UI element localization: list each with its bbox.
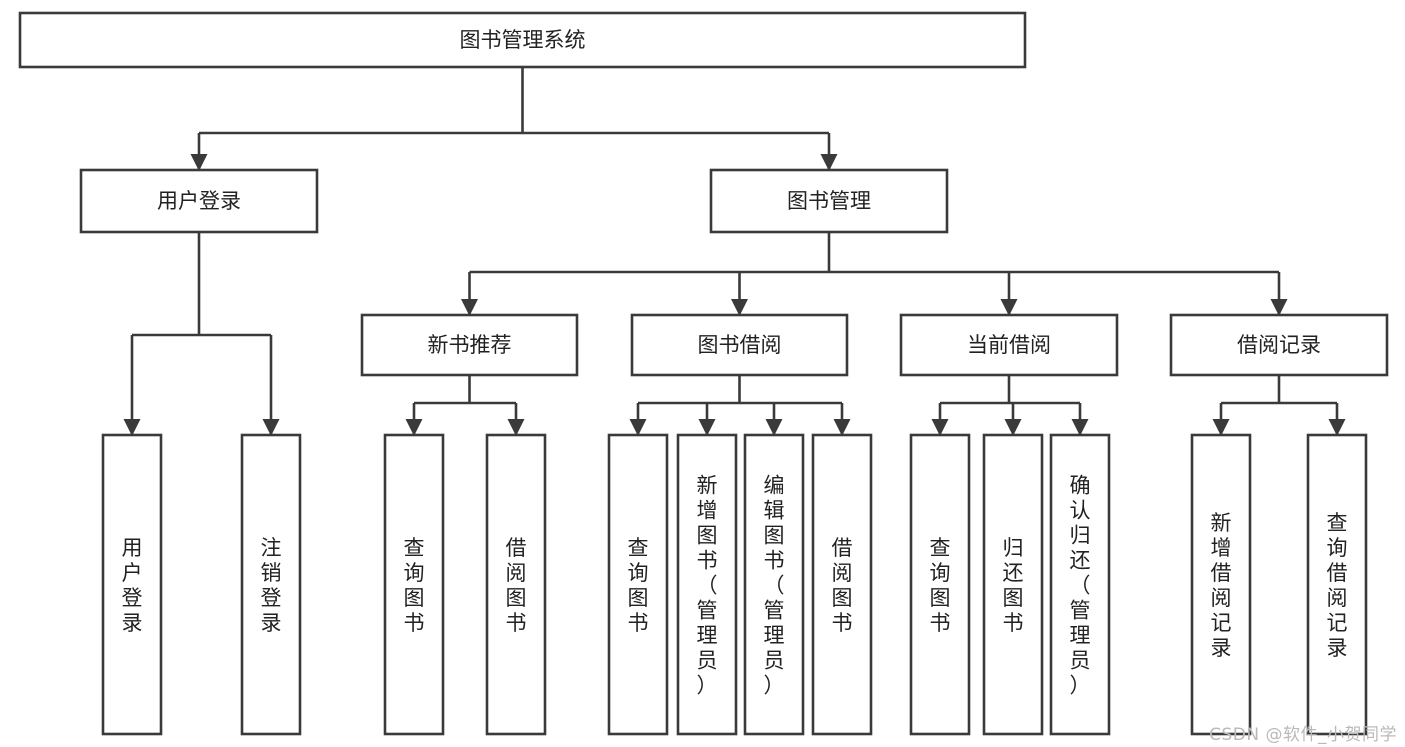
arrow-head-icon	[507, 419, 525, 436]
arrow-head-icon	[833, 419, 851, 436]
node-leaf-borrow-book[interactable]: 借阅图书	[811, 433, 873, 736]
node-label: 图书管理系统	[460, 28, 586, 52]
arrow-head-icon	[405, 419, 423, 436]
arrow-head-icon	[731, 299, 748, 316]
node-label: 查询图书	[930, 536, 951, 635]
node-label: 借阅图书	[832, 536, 853, 635]
node-leaf-confirm-return[interactable]: 确认归还（管理员）	[1049, 433, 1111, 736]
node-label: 图书借阅	[698, 333, 782, 357]
node-leaf-borrow-book-new[interactable]: 借阅图书	[485, 433, 547, 736]
node-book-borrow[interactable]: 图书借阅	[630, 313, 849, 377]
arrow-head-icon	[1071, 419, 1089, 436]
node-borrow-record[interactable]: 借阅记录	[1169, 313, 1389, 377]
node-layer: 图书管理系统用户登录图书管理新书推荐图书借阅当前借阅借阅记录用户登录注销登录查询…	[18, 11, 1389, 736]
node-label: 查询图书	[404, 536, 425, 635]
node-root-图书管理系统[interactable]: 图书管理系统	[18, 11, 1027, 69]
node-label: 注销登录	[261, 536, 282, 635]
node-label: 查询借阅记录	[1327, 511, 1348, 660]
arrow-head-icon	[1000, 299, 1018, 316]
node-leaf-edit-book[interactable]: 编辑图书（管理员）	[743, 433, 805, 736]
node-leaf-query-record[interactable]: 查询借阅记录	[1306, 433, 1368, 736]
arrow-head-icon	[123, 419, 141, 436]
node-label: 新书推荐	[428, 333, 512, 357]
node-label: 用户登录	[122, 536, 143, 635]
node-label: 图书管理	[787, 189, 871, 213]
arrow-head-icon	[262, 419, 280, 436]
arrow-head-icon	[1270, 299, 1288, 316]
node-leaf-query-book-new[interactable]: 查询图书	[383, 433, 445, 736]
node-label: 用户登录	[157, 189, 241, 213]
arrow-head-icon	[765, 419, 783, 436]
node-leaf-user-login[interactable]: 用户登录	[101, 433, 163, 736]
node-label: 确认归还（管理员）	[1070, 474, 1091, 698]
arrow-head-icon	[1004, 419, 1022, 436]
node-leaf-query-book-borrow[interactable]: 查询图书	[607, 433, 669, 736]
node-label: 编辑图书（管理员）	[764, 474, 785, 698]
arrow-head-icon	[1328, 419, 1346, 436]
node-label: 新增图书（管理员）	[697, 474, 718, 698]
arrow-head-icon	[461, 299, 478, 316]
node-book-management[interactable]: 图书管理	[709, 168, 949, 234]
arrow-head-icon	[1212, 419, 1230, 436]
node-label: 新增借阅记录	[1211, 511, 1232, 660]
arrow-head-icon	[820, 154, 838, 171]
node-label: 当前借阅	[967, 333, 1051, 357]
node-label: 归还图书	[1003, 536, 1024, 635]
node-leaf-return-book[interactable]: 归还图书	[982, 433, 1044, 736]
arrow-head-icon	[698, 419, 716, 436]
arrow-head-icon	[931, 419, 949, 436]
node-leaf-add-record[interactable]: 新增借阅记录	[1190, 433, 1252, 736]
node-leaf-query-book-cur[interactable]: 查询图书	[909, 433, 971, 736]
node-label: 借阅记录	[1237, 333, 1321, 357]
node-label: 查询图书	[628, 536, 649, 635]
arrow-head-icon	[190, 154, 208, 171]
node-leaf-logout-login[interactable]: 注销登录	[240, 433, 302, 736]
node-new-book-recommend[interactable]: 新书推荐	[360, 313, 579, 377]
node-label: 借阅图书	[506, 536, 527, 635]
connector-layer	[123, 67, 1346, 436]
csdn-watermark: CSDN @软件_小贺同学	[1209, 725, 1397, 745]
arrow-head-icon	[629, 419, 647, 436]
node-leaf-add-book[interactable]: 新增图书（管理员）	[676, 433, 738, 736]
node-user-login[interactable]: 用户登录	[79, 168, 319, 234]
node-current-borrow[interactable]: 当前借阅	[899, 313, 1119, 377]
